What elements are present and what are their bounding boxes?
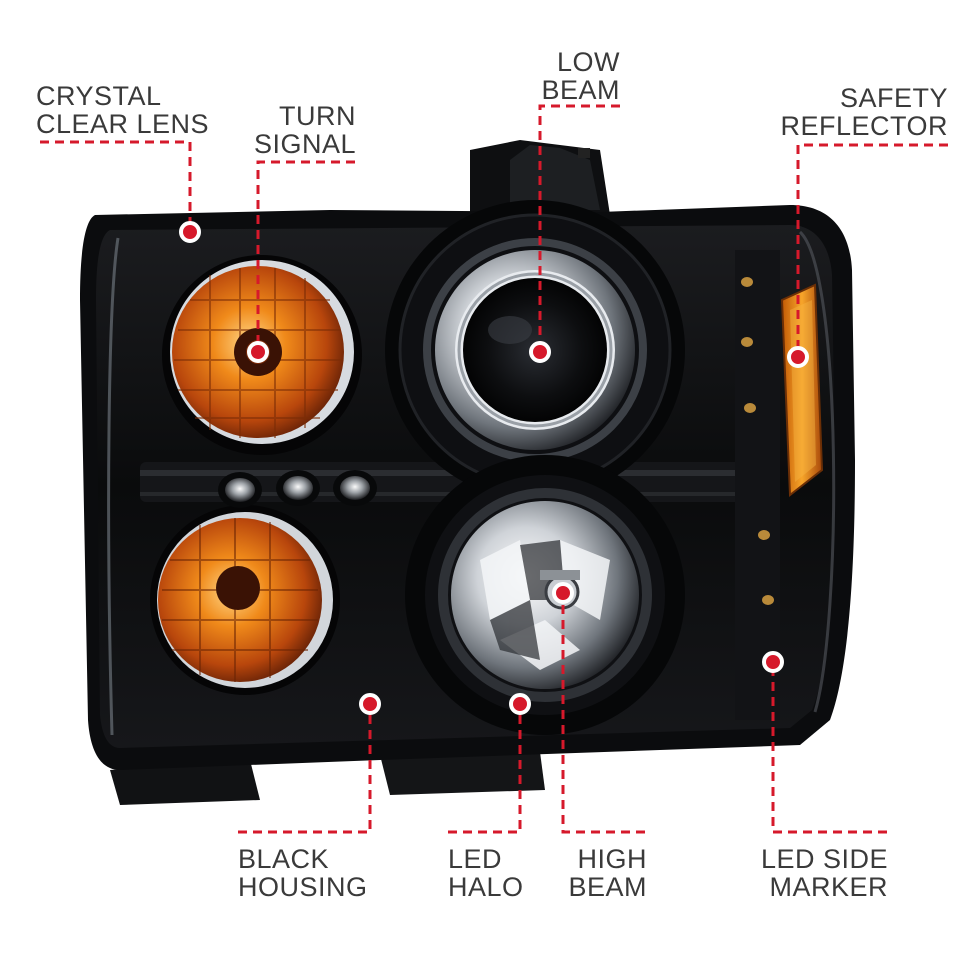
led-halo-line1: LED [448,844,503,874]
low-beam-line1: LOW [556,47,620,77]
crystal-clear-lens-line2: CLEAR LENS [36,109,210,139]
led-side-marker-label: LED SIDE MARKER [761,845,888,901]
safety-reflector-line2: REFLECTOR [780,111,948,141]
low-beam-label: LOW BEAM [541,48,620,104]
led-halo-dot [509,693,531,715]
black-housing-line1: BLACK [238,844,330,874]
low-beam-projector [385,200,685,500]
side-marker-leds [741,277,774,605]
led-accent-lights [218,470,377,508]
led-side-marker-line1: LED SIDE [760,844,888,874]
callout-lines [40,104,948,834]
crystal-clear-lens-dot [179,221,201,243]
black-housing-label: BLACK HOUSING [238,845,368,901]
turn-signal-label: TURN SIGNAL [254,102,356,158]
mounting-tabs [110,140,610,805]
safety-reflector-line1: SAFETY [839,83,948,113]
high-beam-line2: BEAM [568,872,647,902]
crystal-clear-lens-line1: CRYSTAL [36,81,162,111]
high-beam-label: HIGH BEAM [568,845,647,901]
callout-dots [179,221,809,715]
low-beam-line2: BEAM [541,75,620,105]
low-beam-dot [529,341,551,363]
turn-signal-line1: TURN [279,101,356,131]
led-side-marker-dot [762,651,784,673]
safety-reflector-dot [787,346,809,368]
turn-signal-dot [247,341,269,363]
black-housing-dot [359,693,381,715]
turn-signal-line2: SIGNAL [253,129,356,159]
high-beam-dot [552,582,574,604]
turn-signal-lower [150,505,340,695]
safety-reflector-label: SAFETY REFLECTOR [780,84,948,140]
led-halo-line2: HALO [448,872,524,902]
crystal-clear-lens-label: CRYSTAL CLEAR LENS [36,82,209,138]
led-halo-label: LED HALO [448,845,524,901]
led-side-marker-line2: MARKER [769,872,888,902]
high-beam-line1: HIGH [577,844,647,874]
black-housing-line2: HOUSING [238,872,368,902]
high-beam-reflector [405,455,685,735]
side-reflector [780,283,824,497]
